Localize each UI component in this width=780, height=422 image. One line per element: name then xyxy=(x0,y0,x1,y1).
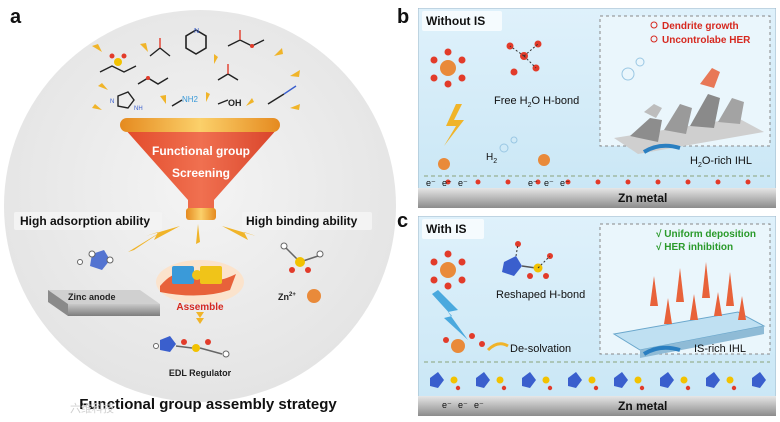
funnel-spout xyxy=(186,208,216,220)
is-ihl-text: IS-rich IHL xyxy=(694,343,746,355)
adsorption-text: High adsorption ability xyxy=(20,214,150,228)
imidazole-icon: N NH xyxy=(110,91,143,112)
ihl-arrow-icon-c xyxy=(642,345,681,356)
amine-icon: NH2 xyxy=(171,95,199,107)
zn-metal-layer-c xyxy=(418,396,776,416)
ketone-icon xyxy=(217,64,239,81)
inflow-arrows xyxy=(92,43,300,110)
dendrite-growth-text: Dendrite growth xyxy=(662,21,739,32)
edl-regulator-molecule-icon xyxy=(153,336,230,358)
sulfonyl-molecule-icon xyxy=(280,242,324,273)
electron-label-c2: e⁻ xyxy=(458,400,468,410)
panel-c-tag: With IS xyxy=(426,222,467,236)
adsorbed-molecule-icon xyxy=(77,250,114,270)
lightning-icon xyxy=(444,104,464,146)
her-text: Uncontrolabe HER xyxy=(662,35,751,46)
electron-label-6: e⁻ xyxy=(560,178,570,188)
right-text-bg xyxy=(242,212,372,230)
electron-label-5: e⁻ xyxy=(544,178,554,188)
assemble-text: Assemble xyxy=(176,302,224,313)
binding-text: High binding ability xyxy=(246,214,358,228)
outflow-arrows xyxy=(128,224,256,252)
zn-metal-text: Zn metal xyxy=(618,191,667,205)
desolvation-text: De-solvation xyxy=(510,343,571,355)
svg-text:NH: NH xyxy=(134,106,143,112)
panel-b-label: b xyxy=(397,6,410,28)
funnel-rim xyxy=(120,118,280,132)
panel-a-figure: N N NH NH2 OH xyxy=(4,10,396,415)
electron-label-1: e⁻ xyxy=(426,178,436,188)
panel-c-figure: With IS √ Uniform deposition √ HER inhib… xyxy=(418,216,776,416)
free-water-cluster-icon xyxy=(506,40,542,76)
panel-a-label: a xyxy=(10,6,22,28)
zn-metal-text-c: Zn metal xyxy=(618,399,667,413)
hydrated-zn-cluster-icon xyxy=(430,48,466,88)
panel-b-figure: Without IS Dendrite growth Uncontrolabe … xyxy=(418,8,776,208)
water-layer-icon xyxy=(445,179,751,185)
funnel-body xyxy=(124,128,278,212)
reshaped-hbond-text: Reshaped H-bond xyxy=(496,289,585,301)
left-text-bg xyxy=(14,212,162,230)
pyridine-icon: N xyxy=(185,28,207,55)
zn-ion-icon xyxy=(307,289,321,303)
edl-regulator-text: EDL Regulator xyxy=(169,368,232,378)
funnel-text-1: Functional group xyxy=(152,144,250,158)
surface-cluster-icon xyxy=(438,154,550,170)
reshaped-hbond-icon xyxy=(502,241,553,279)
svg-text:N: N xyxy=(194,28,199,35)
electron-label-c3: e⁻ xyxy=(474,400,484,410)
blue-arrow-icon xyxy=(432,290,468,340)
aldehyde-icon xyxy=(149,38,171,57)
dendrite-icon xyxy=(614,57,764,154)
zn-metal-layer xyxy=(418,188,776,208)
h2o-ihl-text: H2O-rich IHL xyxy=(690,155,752,169)
zinc-anode-slab xyxy=(48,290,160,316)
her-inhibition-text: √ HER inhibition xyxy=(656,242,733,253)
electron-label-c1: e⁻ xyxy=(442,400,452,410)
nitrile-icon xyxy=(267,85,297,105)
funnel-text-2: Screening xyxy=(172,166,230,180)
zn2-text: Zn2+ xyxy=(278,292,296,302)
h2-text: H2 xyxy=(486,152,497,165)
zinc-anode-text: Zinc anode xyxy=(68,292,116,302)
ester-icon xyxy=(227,30,265,48)
electron-label-3: e⁻ xyxy=(458,178,468,188)
uniform-deposition-text: √ Uniform deposition xyxy=(656,229,756,240)
hydroxyl-icon: OH xyxy=(217,98,242,108)
svg-text:OH: OH xyxy=(228,98,242,108)
free-hbond-text: Free H2O H-bond xyxy=(494,95,579,109)
nh2-label: NH2 xyxy=(182,95,199,104)
adsorbed-molecule-layer-icon xyxy=(430,372,766,391)
ether-icon xyxy=(137,76,169,85)
uniform-deposition-icon xyxy=(612,262,766,358)
panel-a-title: Functional group assembly strategy xyxy=(79,396,337,413)
svg-text:N: N xyxy=(110,99,114,105)
panel-b-tag: Without IS xyxy=(426,14,485,28)
assemble-puzzle-icon xyxy=(156,260,244,304)
desolvation-cluster-icon xyxy=(443,333,485,353)
electron-label-4: e⁻ xyxy=(528,178,538,188)
electron-label-2: e⁻ xyxy=(442,178,452,188)
ihl-arrow-icon xyxy=(642,143,681,154)
panel-c-label: c xyxy=(397,210,409,232)
assemble-down-arrow xyxy=(196,312,204,324)
hydrated-zn-cluster-icon-c xyxy=(430,250,466,290)
watermark-text: 六维科技 xyxy=(70,401,114,415)
sulfonyl-icon xyxy=(99,53,137,73)
